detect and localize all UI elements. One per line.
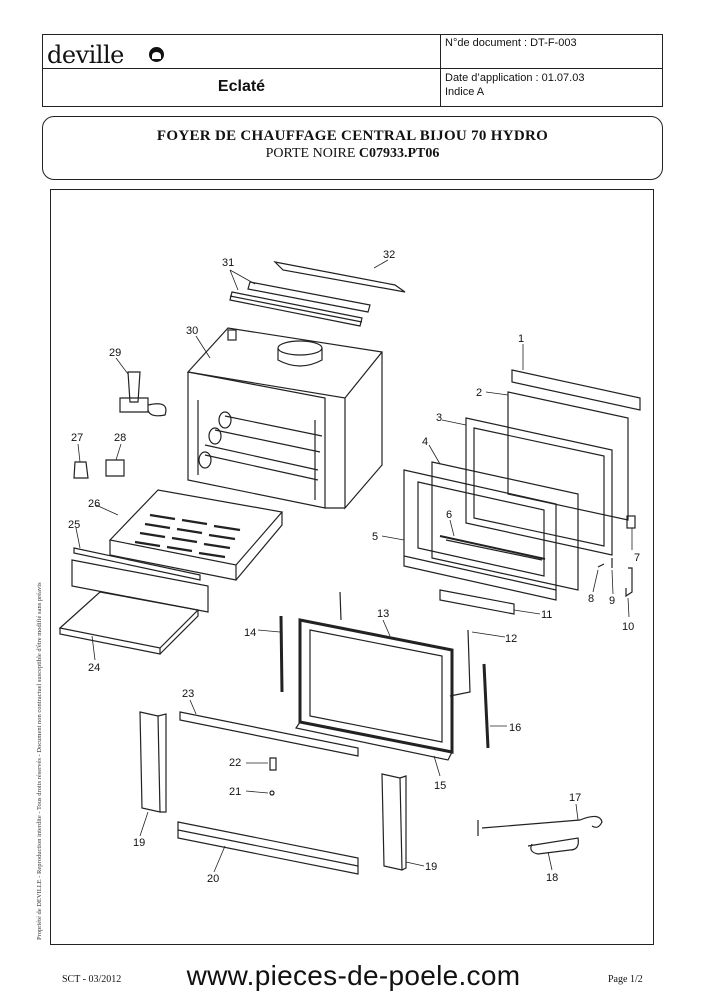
part-number: 10 [622, 621, 634, 633]
part-number: 2 [476, 387, 482, 399]
part-deflector-1 [511, 369, 641, 411]
part-number: 15 [434, 780, 446, 792]
part-hook-18 [527, 837, 579, 855]
part-seal-15 [295, 721, 453, 761]
part-valve-29 [127, 371, 141, 403]
part-number: 16 [509, 722, 521, 734]
part-screw-8 [597, 563, 605, 568]
application-date: Date d’application : 01.07.03 [445, 72, 585, 84]
brand-logo: deville [47, 41, 124, 69]
part-number: 21 [229, 786, 241, 798]
part-seal-4 [431, 461, 579, 591]
part-number: 20 [207, 873, 219, 885]
part-number: 19 [133, 837, 145, 849]
part-rail-31a [247, 281, 371, 313]
document-type: Eclaté [217, 78, 266, 95]
part-rail-31b [229, 291, 363, 327]
diagram-frame [50, 189, 654, 945]
part-flue-collar [277, 340, 323, 356]
document-number: N°de document : DT-F-003 [445, 37, 577, 49]
header-divider-horizontal [43, 68, 662, 69]
application-info: Date d’application : 01.07.03 Indice A [445, 71, 584, 99]
part-number: 5 [372, 531, 378, 543]
part-clip-22 [269, 757, 277, 771]
part-hinge-11 [439, 589, 515, 615]
part-frame-5 [403, 469, 557, 591]
part-rail-32 [273, 261, 406, 293]
part-number: 29 [109, 347, 121, 359]
part-panel [71, 559, 209, 613]
part-screw-21 [269, 790, 275, 796]
part-number: 11 [541, 609, 552, 621]
part-number: 1 [518, 333, 524, 345]
part-numbers: 1 2 3 4 5 6 7 8 9 10 11 12 13 14 15 16 1… [68, 249, 640, 885]
part-frame-3 [465, 417, 613, 556]
part-number: 3 [436, 412, 442, 424]
part-rod-6 [439, 535, 546, 560]
part-number: 23 [182, 688, 194, 700]
part-seal-14 [279, 615, 284, 693]
part-handle-10 [625, 567, 633, 598]
document-index: Indice A [445, 86, 485, 98]
footer-page-number: Page 1/2 [608, 974, 643, 985]
part-number: 32 [383, 249, 395, 261]
part-side-19-right [381, 773, 403, 871]
header-divider-vertical [440, 35, 441, 106]
part-number: 9 [609, 595, 615, 607]
part-side-19-left [139, 711, 161, 813]
part-number: 7 [634, 552, 640, 564]
part-strip-25 [73, 547, 201, 581]
footer-revision: SCT - 03/2012 [62, 974, 122, 985]
part-number: 27 [71, 432, 83, 444]
copyright-notice: Propriété de DEVILLE - Reproduction inte… [36, 582, 43, 940]
part-seal-16 [482, 663, 490, 749]
part-number: 6 [446, 509, 452, 521]
product-code: C07933.PT06 [358, 146, 440, 161]
brand-logo-icon [149, 47, 164, 62]
leader-lines [75, 259, 633, 873]
part-seal-12 [449, 629, 471, 697]
part-drawer-24 [58, 591, 200, 649]
part-number: 12 [505, 633, 517, 645]
part-tray-26 [108, 489, 284, 566]
document-header: deville Eclaté N°de document : DT-F-003 … [42, 34, 663, 107]
part-number: 22 [229, 757, 241, 769]
part-fitting-27 [73, 461, 89, 479]
part-number: 28 [114, 432, 126, 444]
part-number: 19 [425, 861, 437, 873]
part-rail-31c [229, 295, 363, 323]
part-number: 26 [88, 498, 100, 510]
part-glass-13 [298, 618, 454, 754]
product-subtitle: PORTE NOIRE C07933.PT06 [43, 146, 662, 162]
part-number: 13 [377, 608, 389, 620]
footer-website: www.pieces-de-poele.com [186, 960, 521, 991]
part-number: 25 [68, 519, 80, 531]
part-number: 8 [588, 593, 594, 605]
part-number: 14 [244, 627, 256, 639]
part-number: 30 [186, 325, 198, 337]
part-latch-7 [626, 515, 636, 529]
part-glass-2 [507, 391, 629, 521]
part-trim-23 [179, 711, 359, 757]
part-fitting-28 [105, 459, 125, 477]
door-label: PORTE NOIRE [265, 146, 359, 161]
title-box: FOYER DE CHAUFFAGE CENTRAL BIJOU 70 HYDR… [42, 116, 663, 180]
part-number: 31 [222, 257, 234, 269]
part-number: 4 [422, 436, 428, 448]
part-number: 18 [546, 872, 558, 884]
part-number: 24 [88, 662, 100, 674]
part-number: 17 [569, 792, 581, 804]
part-poker-17 [481, 815, 603, 829]
product-title: FOYER DE CHAUFFAGE CENTRAL BIJOU 70 HYDR… [156, 128, 549, 144]
